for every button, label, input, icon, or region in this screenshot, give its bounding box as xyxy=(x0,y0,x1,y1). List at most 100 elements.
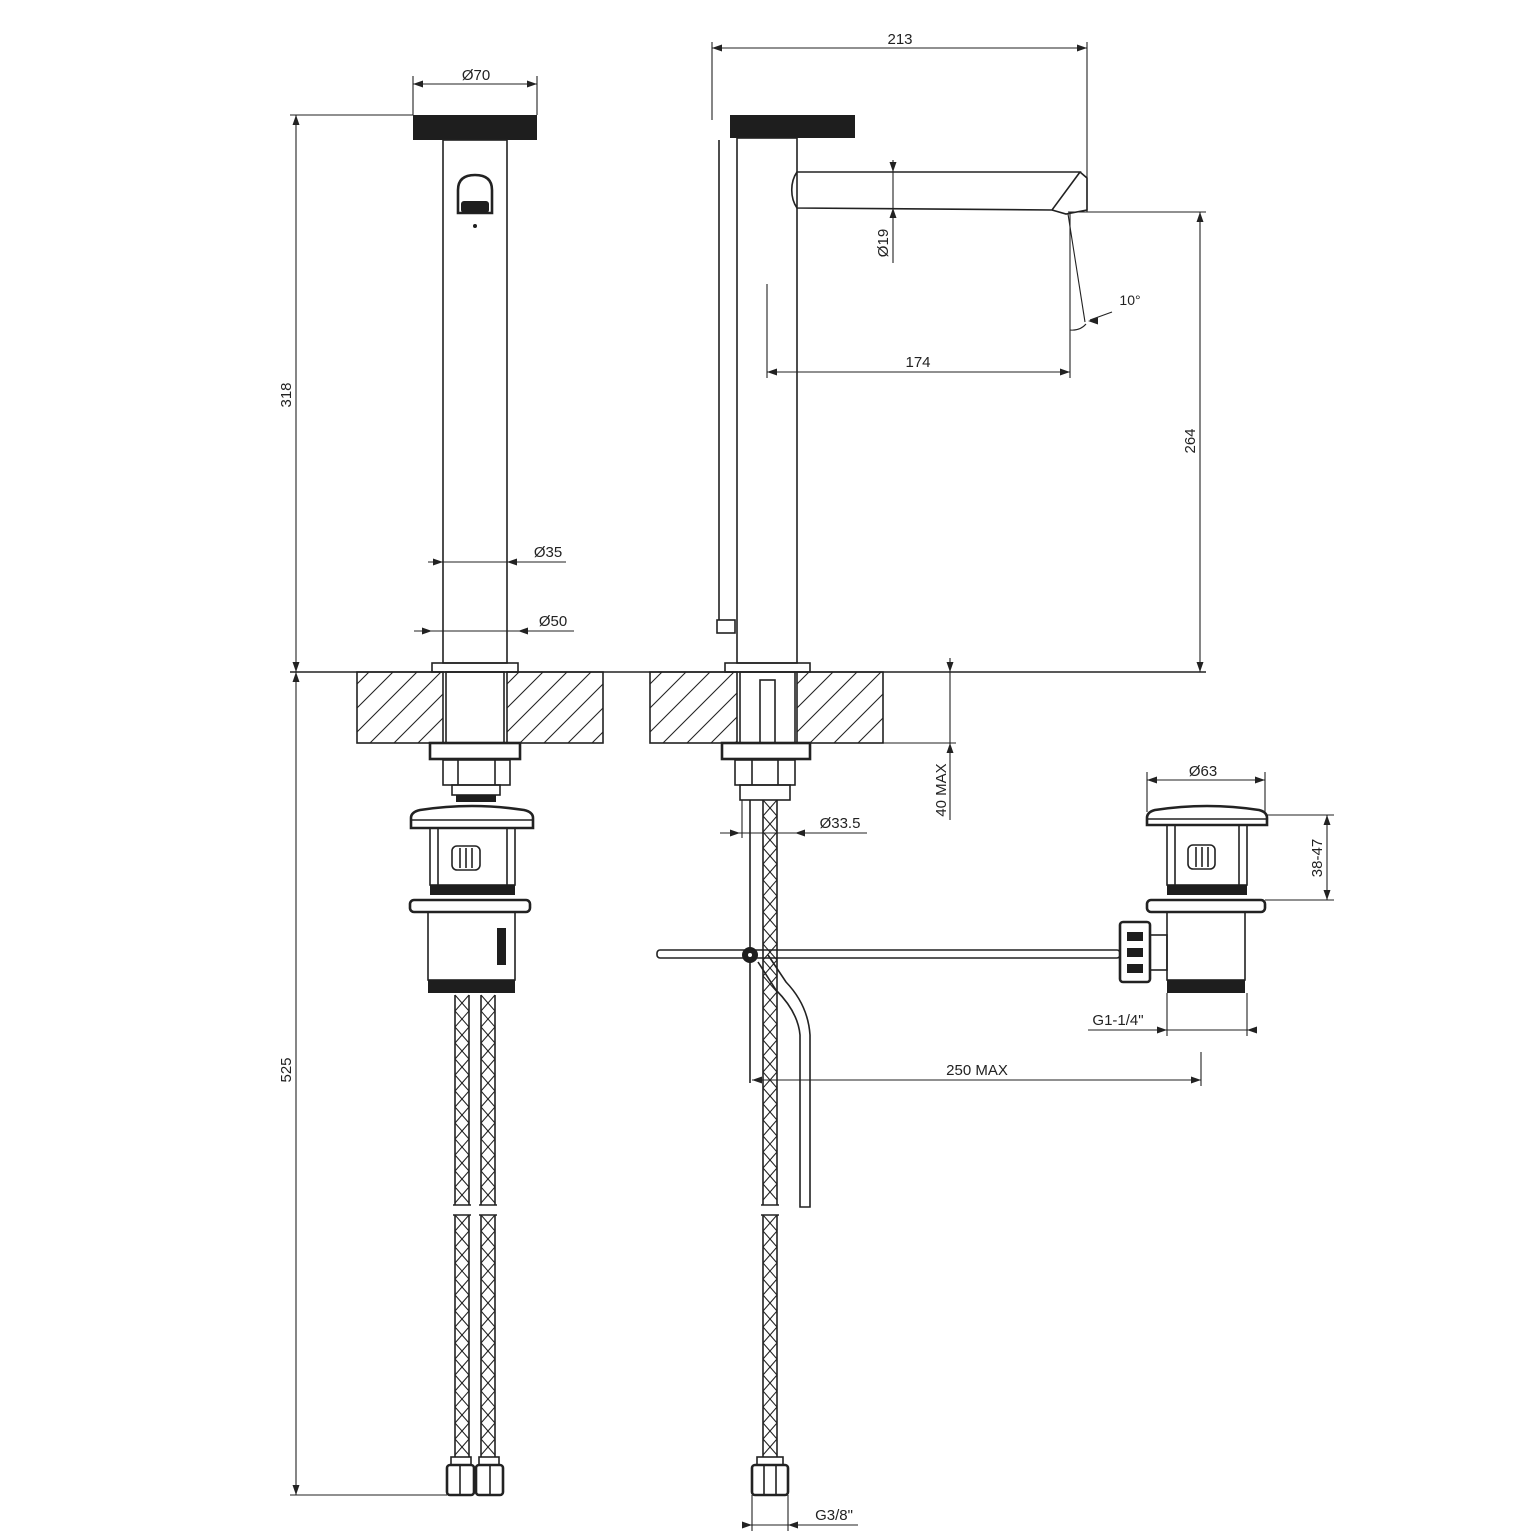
dimension-arrowhead xyxy=(292,672,300,682)
braid-strand xyxy=(762,879,778,897)
hatch-line xyxy=(417,717,444,744)
front-waste-slot xyxy=(451,845,481,871)
label-rod-length: 250 MAX xyxy=(946,1062,1008,1079)
dimension-arrowhead xyxy=(1088,317,1098,325)
side-top-cap xyxy=(730,115,855,138)
braid-strand xyxy=(762,1326,778,1344)
braid-strand xyxy=(454,1122,470,1140)
braid-strand xyxy=(454,1422,470,1440)
label-base-diameter: Ø50 xyxy=(539,613,567,630)
braid-strand xyxy=(454,1090,470,1108)
dimension-arrowhead xyxy=(788,1521,798,1529)
hatch-line xyxy=(356,671,370,685)
braid-strand xyxy=(480,1042,496,1060)
braid-strand xyxy=(762,1342,778,1360)
hatch-line xyxy=(857,717,884,744)
dimension-arrowhead xyxy=(1323,890,1331,900)
dimension-arrowhead xyxy=(946,743,954,753)
popup-link-rod xyxy=(757,954,811,1208)
braid-strand xyxy=(762,895,778,913)
dimension-arrowhead xyxy=(518,627,528,635)
braid-strand xyxy=(480,1438,496,1456)
dimension-arrowhead xyxy=(292,662,300,672)
waste-thread xyxy=(1167,980,1245,993)
braid-strand xyxy=(762,959,778,977)
dimension-arrowhead xyxy=(1060,368,1070,376)
hatch-line xyxy=(833,693,884,744)
braid-strand xyxy=(762,1358,778,1376)
braid-strand xyxy=(454,1390,470,1408)
braid-strand xyxy=(480,1294,496,1312)
braid-strand xyxy=(480,1342,496,1360)
hatch-line xyxy=(543,683,604,744)
label-length-below-deck: 525 xyxy=(278,1057,295,1082)
dimension-arrowhead xyxy=(422,627,432,635)
braid-strand xyxy=(454,994,470,1012)
dimension-arrowhead xyxy=(1255,776,1265,784)
braid-strand xyxy=(480,1010,496,1028)
waste-nut-groove xyxy=(1127,932,1143,941)
label-height-above-deck: 318 xyxy=(278,382,295,407)
hatch-line xyxy=(441,741,444,744)
front-view xyxy=(290,76,604,1497)
label-waste-thread: G1-1/4" xyxy=(1092,1012,1143,1029)
dimension-arrowhead xyxy=(712,44,722,52)
braid-strand xyxy=(762,1374,778,1392)
front-waste-side-port xyxy=(497,928,506,965)
braid-strand xyxy=(480,994,496,1012)
popup-pivot-screw xyxy=(748,953,752,957)
braid-strand xyxy=(762,1167,778,1185)
side-hose xyxy=(761,799,779,1457)
braid-strand xyxy=(762,1214,778,1232)
braid-strand xyxy=(762,1071,778,1089)
braid-strand xyxy=(454,1342,470,1360)
front-hose-right xyxy=(479,994,497,1457)
waste-cap xyxy=(1145,804,1269,827)
hatch-line xyxy=(796,671,810,685)
braid-strand xyxy=(762,943,778,961)
hatch-line xyxy=(662,671,735,744)
braid-strand xyxy=(762,1390,778,1408)
label-waste-cap-diameter: Ø63 xyxy=(1189,763,1217,780)
side-spout-outlet xyxy=(1051,171,1088,215)
label-waste-cap-height: 38-47 xyxy=(1309,839,1326,877)
braid-strand xyxy=(762,927,778,945)
braid-strand xyxy=(762,1103,778,1121)
dimension-arrowhead xyxy=(889,208,897,218)
braid-strand xyxy=(480,1170,496,1188)
braid-strand xyxy=(454,1262,470,1280)
braid-strand xyxy=(454,1154,470,1172)
braid-strand xyxy=(480,1230,496,1248)
hatch-line xyxy=(809,671,882,744)
dimension-arrowhead xyxy=(752,1076,762,1084)
braid-strand xyxy=(480,1122,496,1140)
side-deck-washer xyxy=(720,741,812,761)
braid-strand xyxy=(762,1119,778,1137)
hatch-line xyxy=(506,671,520,685)
braid-strand xyxy=(454,1138,470,1156)
dimension-arrowhead xyxy=(413,80,423,88)
dimension-arrowhead xyxy=(795,829,805,837)
hatch-line xyxy=(591,731,604,744)
braid-strand xyxy=(762,1422,778,1440)
label-total-reach: 213 xyxy=(887,31,912,48)
hatch-line xyxy=(356,671,418,733)
braid-strand xyxy=(480,1186,496,1204)
braid-strand xyxy=(454,1186,470,1204)
front-waste-cap xyxy=(409,804,535,830)
hatch-line xyxy=(649,671,663,685)
hatch-line xyxy=(506,671,544,709)
dimension-arrowhead xyxy=(1191,1076,1201,1084)
braid-strand xyxy=(762,1055,778,1073)
countertop-hatching xyxy=(356,671,884,744)
braid-strand xyxy=(762,815,778,833)
braid-strand xyxy=(454,1058,470,1076)
braid-strand xyxy=(480,1214,496,1232)
waste-nut-groove xyxy=(1127,964,1143,973)
front-thread-stub xyxy=(456,795,496,802)
braid-strand xyxy=(454,1438,470,1456)
braid-strand xyxy=(480,1374,496,1392)
hatch-line xyxy=(686,692,738,744)
label-outlet-height: 264 xyxy=(1182,428,1199,453)
